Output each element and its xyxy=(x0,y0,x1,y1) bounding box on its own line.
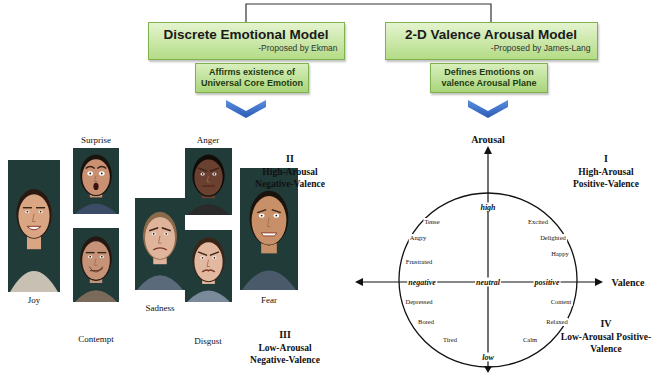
axis-word: neutral xyxy=(475,278,501,287)
emotion-label: Sadness xyxy=(146,303,175,313)
model-title: 2-D Valence Arousal Model xyxy=(392,26,591,43)
face-photo xyxy=(73,148,119,214)
emotion-word: Frustrated xyxy=(405,258,433,266)
axis-word: high xyxy=(479,203,496,212)
quadrant-label: Low-Arousal Positive-Valence xyxy=(560,331,652,355)
author-note: -Proposed by James-Lang xyxy=(392,43,591,54)
emotion-word: Delighted xyxy=(539,234,567,242)
face-photo xyxy=(185,230,232,302)
axis-word: negative xyxy=(407,278,437,287)
quadrant-number: II xyxy=(286,153,294,164)
emotion-word: Angry xyxy=(409,234,428,242)
face-photo xyxy=(73,228,119,302)
face-photos xyxy=(8,148,298,302)
quadrant-number: I xyxy=(604,153,608,164)
emotion-label: Joy xyxy=(28,295,41,305)
description-box: Affirms existence of Universal Core Emot… xyxy=(195,63,309,93)
face-photo xyxy=(185,148,232,215)
emotion-word: Bored xyxy=(417,318,435,326)
quadrant-number: III xyxy=(279,329,291,340)
face-photo xyxy=(135,198,185,290)
axis-label: Valence xyxy=(612,277,645,288)
emotion-word: Excited xyxy=(527,218,549,226)
down-chevron xyxy=(468,100,508,118)
quadrant-label: High-Arousal Negative-Valence xyxy=(244,166,336,190)
emotion-label: Surprise xyxy=(81,135,111,145)
description-box: Defines Emotions on valence Arousal Plan… xyxy=(430,63,548,93)
emotion-word: Tense xyxy=(423,218,440,226)
bracket-connector xyxy=(246,4,491,22)
description-text: Affirms existence of Universal Core Emot… xyxy=(200,67,304,89)
description-text: Defines Emotions on valence Arousal Plan… xyxy=(435,67,543,89)
emotion-label: Anger xyxy=(197,135,220,145)
emotion-label: Disgust xyxy=(194,336,222,346)
axis-label: Arousal xyxy=(471,134,505,145)
model-box: Discrete Emotional Model-Proposed by Ekm… xyxy=(148,22,345,60)
quadrant-label: High-Arousal Positive-Valence xyxy=(560,166,652,190)
emotion-word: Calm xyxy=(522,336,538,344)
emotion-word: Relaxed xyxy=(545,318,568,326)
emotion-word: Depressed xyxy=(404,298,433,306)
valence-arousal-circle: highTense ExcitedAngry DelightedHappyFrust… xyxy=(398,192,578,368)
emotion-word: Tired xyxy=(442,336,458,344)
quadrant-label: Low-Arousal Negative-Valence xyxy=(239,342,331,366)
emotion-word: Happy xyxy=(550,250,569,258)
axis-word: low xyxy=(481,353,495,362)
model-box: 2-D Valence Arousal Model-Proposed by Ja… xyxy=(385,22,598,60)
axis-word: positive xyxy=(534,278,561,287)
face-photo xyxy=(8,160,60,292)
model-title: Discrete Emotional Model xyxy=(155,26,338,43)
emotion-word: Content xyxy=(550,298,573,306)
emotion-label: Fear xyxy=(261,295,277,305)
quadrant-number: IV xyxy=(600,318,611,329)
emotion-label: Contempt xyxy=(78,334,114,344)
down-chevron xyxy=(226,100,266,118)
author-note: -Proposed by Ekman xyxy=(155,43,338,54)
